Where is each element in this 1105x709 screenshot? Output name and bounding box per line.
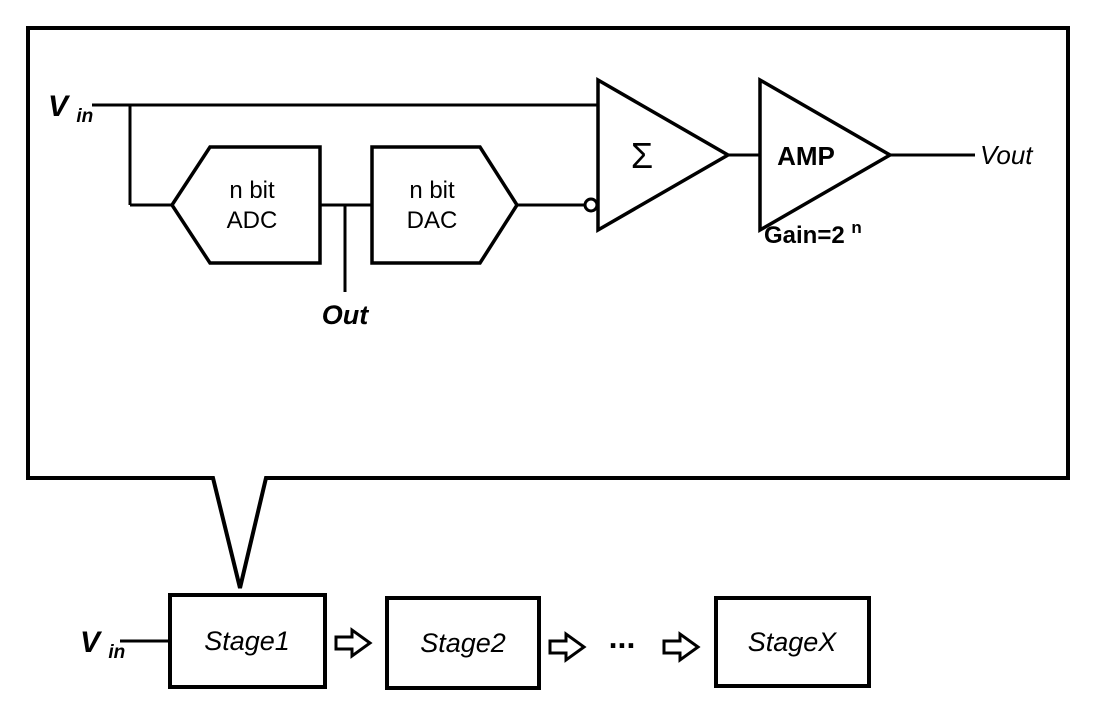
amp-triangle <box>758 76 894 234</box>
summer-triangle <box>596 76 732 234</box>
block-arrow-1-icon <box>334 627 373 659</box>
vin-label: V in <box>48 90 93 127</box>
dac-block <box>370 145 520 265</box>
stagex-label: StageX <box>748 627 838 657</box>
amp-label: AMP <box>777 141 835 171</box>
stage1-label: Stage1 <box>204 626 290 656</box>
vin-base: V <box>48 90 71 123</box>
gain-superscript: n <box>851 218 861 237</box>
block-arrow-2-icon <box>548 631 587 663</box>
stage2-box <box>385 596 541 690</box>
gain-base: Gain=2 <box>764 222 845 249</box>
dac-label-line1: n bit <box>409 177 455 204</box>
pipeline-vin-label: V in <box>80 626 125 663</box>
adc-label-line1: n bit <box>229 177 275 204</box>
pipeline-vin-base: V <box>80 626 103 659</box>
stage2-label: Stage2 <box>420 628 506 658</box>
dac-label-line2: DAC <box>407 207 458 234</box>
adc-block <box>169 145 322 265</box>
sigma-symbol: Σ <box>631 135 653 176</box>
vin-subscript: in <box>76 106 93 127</box>
out-label: Out <box>322 300 369 330</box>
pipeline-vin-subscript: in <box>108 642 125 663</box>
block-arrow-3-icon <box>662 631 701 663</box>
gain-label: Gain=2 n <box>764 218 862 249</box>
pipeline-row-group: V in Stage1 Stage2 ... StageX <box>80 593 871 690</box>
vout-label: Vout <box>980 140 1034 170</box>
stage-detail-callout <box>26 26 1070 589</box>
stage1-box <box>168 593 327 689</box>
inversion-bubble-icon <box>583 197 599 213</box>
ellipsis-label: ... <box>609 619 636 655</box>
adc-label-line2: ADC <box>227 207 278 234</box>
stage-detail-group: V in n bit ADC Out n bit DAC <box>48 76 1034 330</box>
stagex-box <box>714 596 871 688</box>
